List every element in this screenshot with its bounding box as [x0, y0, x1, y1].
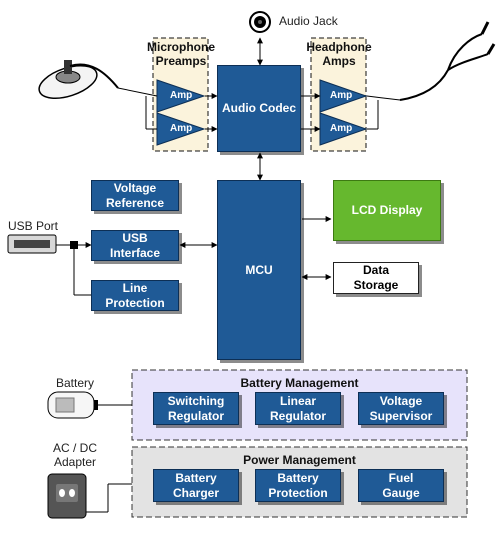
- battery-charger-block: Battery Charger: [153, 469, 239, 502]
- fuel-gauge-block: Fuel Gauge: [358, 469, 444, 502]
- headphone-amps-label: Headphone Amps: [306, 40, 372, 68]
- adapter-label: AC / DC Adapter: [52, 441, 97, 469]
- mic-amp-1-label: Amp: [170, 90, 193, 101]
- hp-amp-1-label: Amp: [330, 90, 353, 101]
- mic-wire: [117, 87, 158, 97]
- usb-port-icon: [7, 234, 57, 254]
- mic-amp-2-label: Amp: [170, 123, 193, 134]
- adapter-icon: [47, 473, 87, 519]
- connectors: [56, 37, 401, 513]
- battery-label: Battery: [56, 376, 95, 390]
- line-protection-block: Line Protection: [91, 280, 179, 311]
- lcd-display-block: LCD Display: [333, 180, 441, 241]
- microphone-preamps-label: Microphone Preamps: [147, 40, 215, 68]
- headphone-icon: [399, 21, 496, 101]
- headphone-wire: [366, 95, 401, 101]
- audio-jack-icon: [249, 11, 271, 33]
- switching-regulator-block: Switching Regulator: [153, 392, 239, 425]
- voltage-supervisor-block: Voltage Supervisor: [358, 392, 444, 425]
- hp-amp-2-label: Amp: [330, 123, 353, 134]
- mcu-block: MCU: [217, 180, 301, 360]
- battery-protection-block: Battery Protection: [255, 469, 341, 502]
- usb-interface-block: USB Interface: [91, 230, 179, 261]
- usb-junction: [70, 241, 78, 249]
- battery-icon: [47, 391, 98, 419]
- audio-jack-label: Audio Jack: [279, 14, 338, 28]
- microphone-icon: [38, 60, 119, 99]
- voltage-reference-block: Voltage Reference: [91, 180, 179, 211]
- power-management-title: Power Management: [243, 453, 356, 467]
- usb-port-label: USB Port: [8, 219, 59, 233]
- data-storage-block: Data Storage: [333, 262, 419, 294]
- linear-regulator-block: Linear Regulator: [255, 392, 341, 425]
- audio-codec-block: Audio Codec: [217, 65, 301, 152]
- battery-management-title: Battery Management: [240, 376, 359, 390]
